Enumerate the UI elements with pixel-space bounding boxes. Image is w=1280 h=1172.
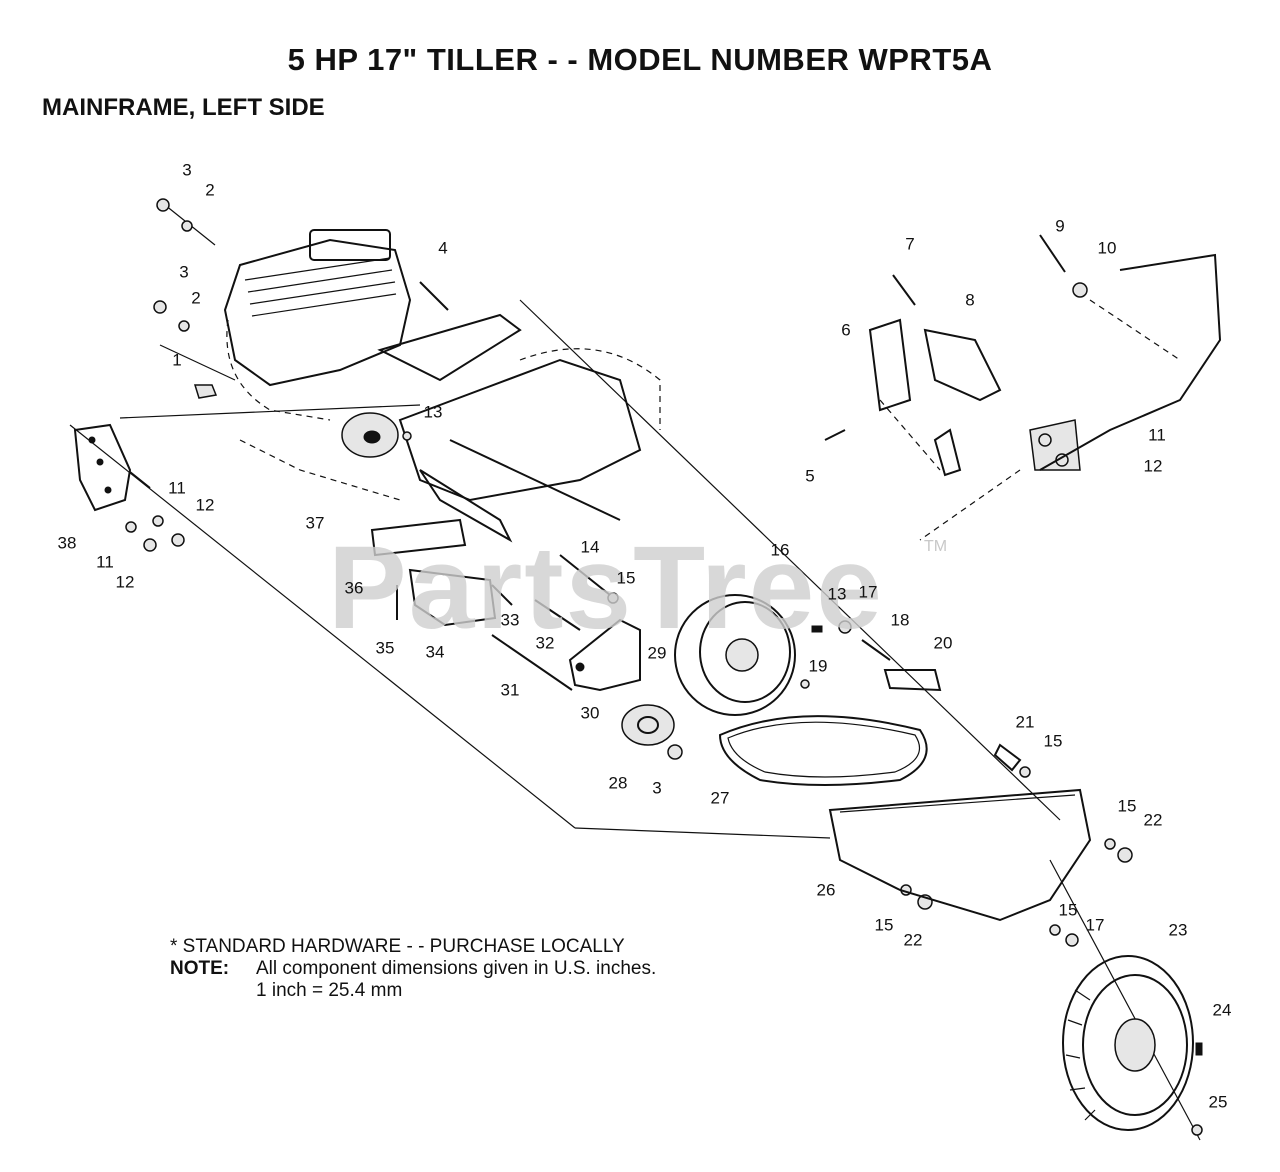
callout-11: 11	[168, 478, 186, 498]
idler-bracket	[568, 618, 675, 746]
plates-and-shafts	[370, 518, 611, 691]
callout-22: 22	[1143, 810, 1163, 830]
callout-24: 24	[1212, 1000, 1232, 1020]
callout-17: 17	[1085, 915, 1105, 935]
callout-11: 11	[96, 552, 114, 572]
mainframe	[239, 313, 661, 543]
section-subtitle: MAINFRAME, LEFT SIDE	[42, 94, 325, 121]
callout-14: 14	[580, 537, 600, 557]
callout-16: 16	[770, 540, 790, 560]
callout-4: 4	[438, 238, 448, 258]
callout-13: 13	[423, 402, 443, 422]
callout-3: 3	[652, 778, 662, 798]
note-spacer	[170, 980, 256, 1002]
standard-hardware-note: * STANDARD HARDWARE - - PURCHASE LOCALLY	[170, 936, 625, 957]
note-line-1: All component dimensions given in U.S. i…	[256, 958, 657, 979]
note-line-2: 1 inch = 25.4 mm	[256, 980, 403, 1001]
callout-23: 23	[1168, 920, 1188, 940]
main-pulley	[674, 594, 796, 716]
callout-32: 32	[535, 633, 555, 653]
shaft-and-tab	[861, 639, 1022, 772]
callout-17: 17	[858, 582, 878, 602]
watermark-logo: PartsTree	[328, 522, 884, 654]
callout-25: 25	[1208, 1092, 1228, 1112]
callout-2: 2	[191, 288, 201, 308]
note-label: NOTE:	[170, 958, 230, 979]
belt-guard	[828, 788, 1092, 922]
callout-15: 15	[1117, 796, 1137, 816]
callout-1: 1	[172, 350, 182, 370]
callout-9: 9	[1055, 216, 1065, 236]
callout-26: 26	[816, 880, 836, 900]
trademark-mark: TM	[924, 538, 948, 555]
callout-11: 11	[1148, 425, 1166, 445]
depth-stake-assembly	[824, 234, 1222, 541]
callout-3: 3	[179, 262, 189, 282]
callout-15: 15	[1058, 900, 1078, 920]
callout-31: 31	[500, 680, 520, 700]
callout-29: 29	[647, 643, 667, 663]
callout-19: 19	[808, 656, 828, 676]
callout-20: 20	[933, 633, 953, 653]
wheel	[1062, 955, 1203, 1136]
callout-3: 3	[182, 160, 192, 180]
callout-15: 15	[874, 915, 894, 935]
hardware-parts	[125, 198, 1133, 947]
callout-12: 12	[195, 495, 215, 515]
callout-34: 34	[425, 642, 445, 662]
callout-35: 35	[375, 638, 395, 658]
callout-36: 36	[344, 578, 364, 598]
callout-15: 15	[1043, 731, 1063, 751]
notes-block: * STANDARD HARDWARE - - PURCHASE LOCALLY…	[170, 936, 656, 1002]
callout-28: 28	[608, 773, 628, 793]
engine-assembly	[223, 229, 412, 458]
callout-30: 30	[580, 703, 600, 723]
callout-13: 13	[827, 584, 847, 604]
note-row: NOTE: All component dimensions given in …	[170, 958, 656, 980]
callout-12: 12	[1143, 456, 1163, 476]
callout-33: 33	[500, 610, 520, 630]
callout-22: 22	[903, 930, 923, 950]
callout-18: 18	[890, 610, 910, 630]
callout-38: 38	[57, 533, 77, 553]
callout-21: 21	[1015, 712, 1035, 732]
callout-5: 5	[805, 466, 815, 486]
callout-10: 10	[1097, 238, 1117, 258]
note-row-2: 1 inch = 25.4 mm	[170, 980, 656, 1002]
callout-27: 27	[710, 788, 730, 808]
callout-6: 6	[841, 320, 851, 340]
page-title: 5 HP 17" TILLER - - MODEL NUMBER WPRT5A	[287, 42, 993, 77]
callout-15: 15	[616, 568, 636, 588]
v-belt	[718, 715, 928, 786]
callout-37: 37	[305, 513, 325, 533]
callout-7: 7	[905, 234, 915, 254]
assembly-lines	[69, 204, 1201, 1141]
callout-12: 12	[115, 572, 135, 592]
callout-2: 2	[205, 180, 215, 200]
callout-8: 8	[965, 290, 975, 310]
bracket-38	[73, 423, 132, 512]
